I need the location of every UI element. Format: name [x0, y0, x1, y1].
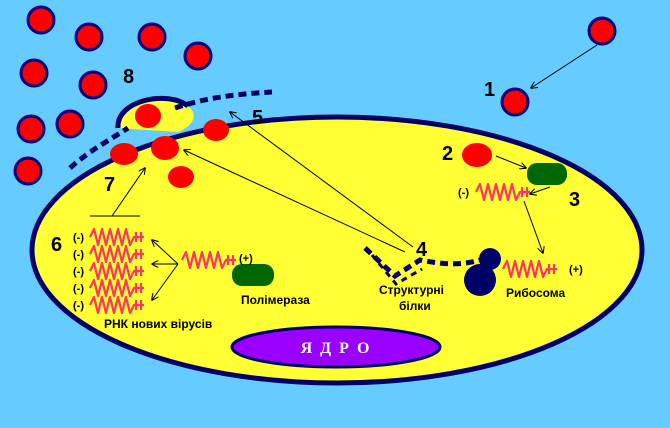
virus-particle-icon [74, 22, 104, 52]
ribosome-label: Рибосома [506, 286, 566, 300]
step-number-2: 2 [442, 143, 453, 165]
minus-sign: (-) [73, 232, 84, 244]
virus-particle-icon [26, 5, 56, 35]
step-number-7: 7 [104, 174, 115, 196]
virus-particle-icon [587, 16, 617, 46]
minus-sign: (-) [73, 249, 84, 261]
plus-sign: (+) [239, 253, 253, 265]
membrane-proteins-top [174, 89, 273, 111]
virus-particle-icon [183, 41, 213, 71]
minus-sign: (-) [458, 187, 469, 199]
minus-sign: (-) [73, 283, 84, 295]
polymerase-enzyme-icon [232, 264, 274, 286]
membrane-proteins-left [68, 125, 130, 170]
minus-sign: (-) [73, 266, 84, 278]
virus-particle-icon [151, 136, 179, 160]
ribosome-icon [464, 248, 501, 296]
virus-particle-icon [16, 114, 46, 144]
structural-proteins-chain-2 [370, 254, 423, 286]
virus-particle-icon [462, 143, 492, 167]
minus-sign: (-) [73, 300, 84, 312]
virus-particle-icon [137, 22, 167, 52]
polymerase-label: Полімераза [241, 293, 310, 307]
plus-sign: (+) [569, 264, 583, 276]
virus-particle-icon [19, 58, 49, 88]
structural-proteins-chain [363, 246, 481, 280]
virus-particle-icon [55, 109, 85, 139]
virus-particle-icon [78, 70, 108, 100]
step-number-5: 5 [252, 107, 263, 129]
step-number-8: 8 [123, 66, 134, 88]
step-number-3: 3 [569, 189, 580, 211]
virus-particle-icon [168, 166, 194, 188]
virus-particle-icon [13, 156, 43, 186]
structural-proteins-label-2: білки [399, 299, 431, 313]
step-number-4: 4 [416, 239, 428, 261]
budding-membrane-outline [115, 95, 190, 129]
virus-particle-icon [110, 143, 138, 165]
step-number-1: 1 [484, 79, 495, 101]
virus-particle-icon [135, 104, 161, 128]
nucleus [230, 325, 442, 369]
step-number-6: 6 [51, 234, 62, 256]
polymerase-enzyme-icon [527, 163, 567, 185]
nucleus-label: Я Д Р О [301, 340, 372, 357]
process-arrows [90, 44, 598, 300]
structural-proteins-label-1: Структурні [379, 283, 444, 297]
virus-particle-icon [500, 87, 530, 117]
new-virus-rna-label: РНК нових вірусів [104, 317, 212, 331]
virus-particle-icon [203, 119, 229, 141]
